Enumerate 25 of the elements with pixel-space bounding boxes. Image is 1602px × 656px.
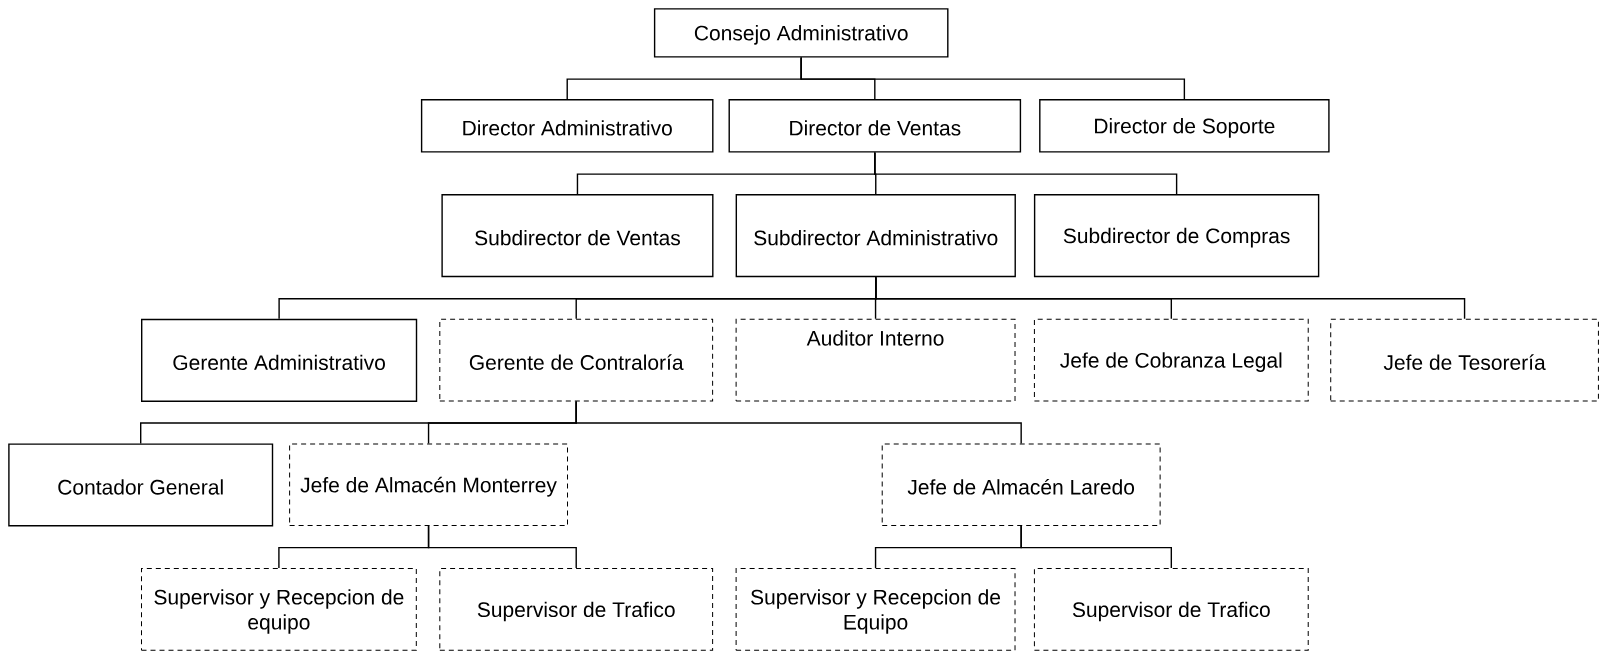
position-box: Jefe de Almacén Laredo [881,443,1161,527]
position-box: Jefe de Tesorería [1330,318,1599,402]
position-box: Subdirector Administrativo [735,194,1016,278]
connector-line [575,400,1022,445]
position-box: Director de Ventas [728,99,1022,153]
position-box: Supervisor y Recepcion de equipo [141,568,417,651]
position-box: Jefe de Cobranza Legal [1033,318,1309,402]
position-box: Jefe de Almacén Monterrey [289,443,568,527]
connector-line [427,525,577,569]
connector-line [875,276,1466,320]
position-box: Subdirector de Ventas [441,194,714,278]
connector-line [800,56,1186,100]
position-box: Gerente de Contraloría [439,318,714,402]
connector-line [1020,525,1172,569]
position-box: Supervisor de Trafico [1033,568,1309,651]
position-box: Director Administrativo [420,99,714,153]
position-box: Supervisor y Recepcion de Equipo [735,568,1016,651]
position-box: Supervisor de Trafico [439,568,714,651]
connector-line [874,151,1178,195]
position-box: Auditor Interno [735,318,1016,402]
position-box: Consejo Administrativo [653,8,949,58]
position-box: Director de Soporte [1039,99,1330,153]
position-box: Gerente Administrativo [141,318,418,402]
position-box: Subdirector de Compras [1033,194,1320,278]
position-box: Contador General [8,443,274,527]
